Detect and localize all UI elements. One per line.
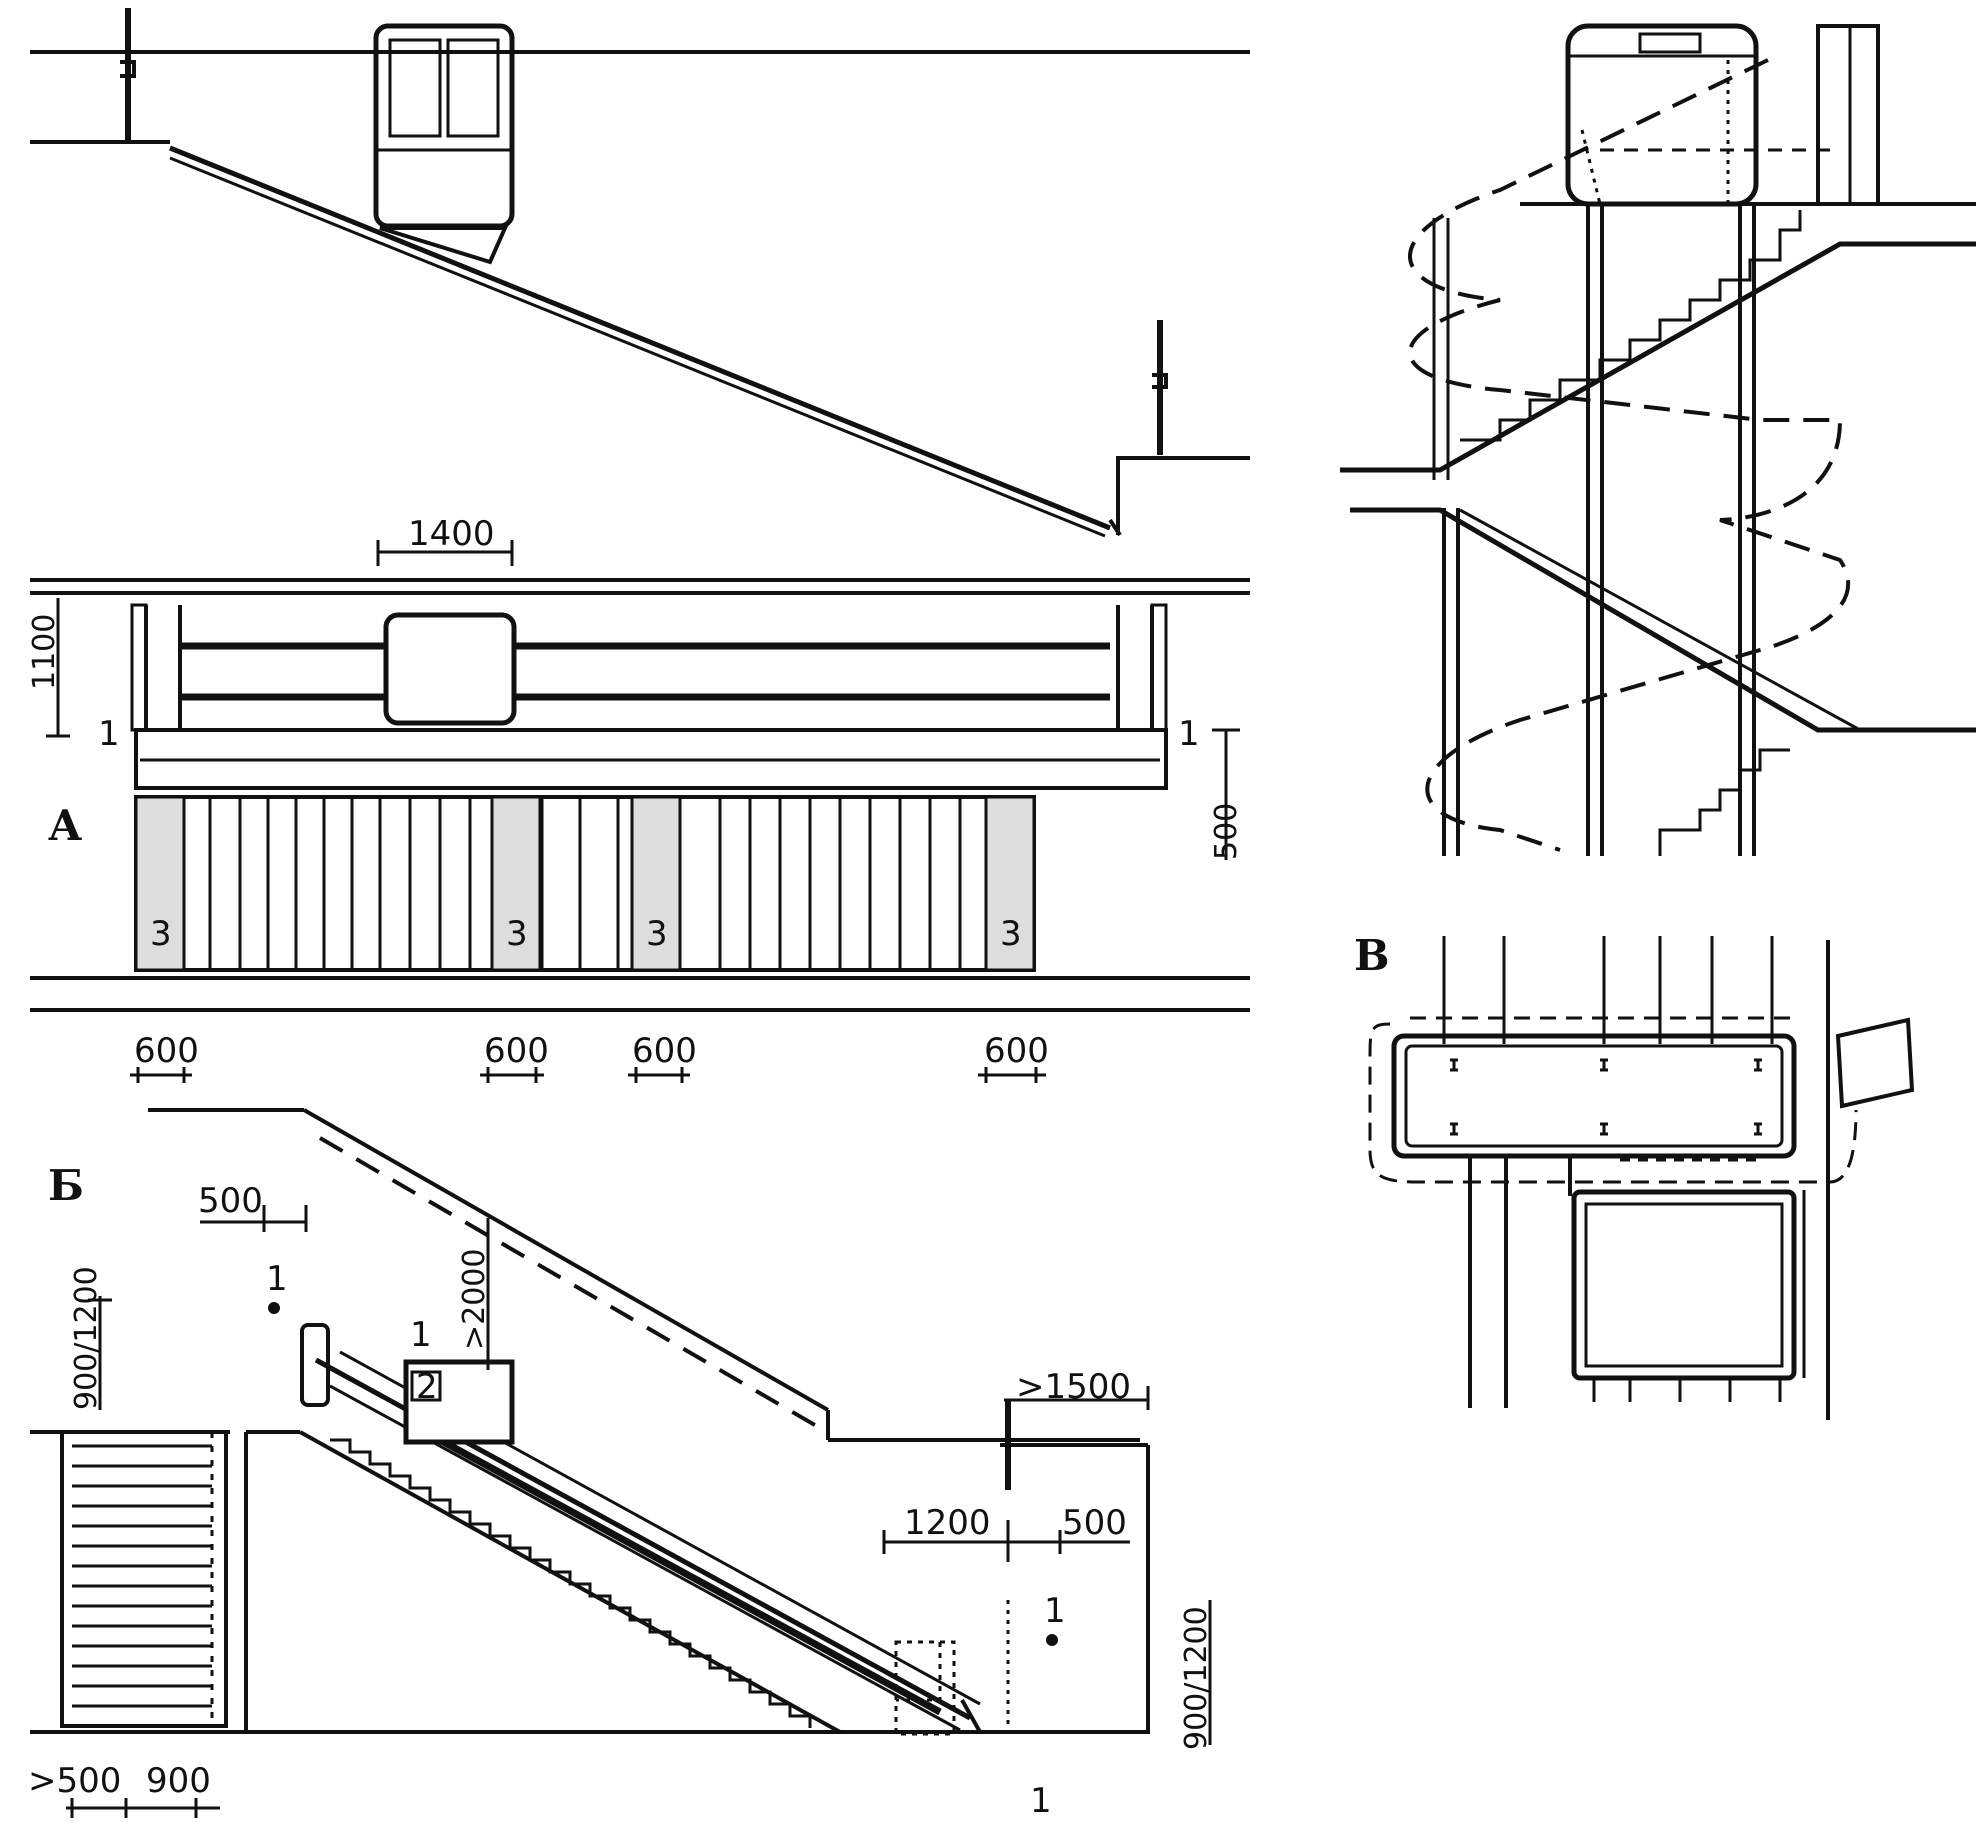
- stair-treads-plan: [208, 797, 990, 970]
- movement-path-dashed: [1408, 58, 1851, 852]
- view-b-label: Б: [48, 1161, 84, 1210]
- v-plan-top-lines: [1442, 936, 1774, 1044]
- dim-500-bottom: >500: [28, 1761, 121, 1801]
- tactile-strip-2: [490, 795, 542, 972]
- dim-lines-600: [130, 1067, 1046, 1083]
- view-a-plan: [30, 540, 1250, 1083]
- tactile-strip-3: [630, 795, 682, 972]
- marker-1-b-lift: 1: [410, 1315, 432, 1355]
- dim-1100: 1100: [27, 614, 62, 690]
- dim-600-4: 600: [984, 1031, 1049, 1071]
- marker-1-a-right: 1: [1178, 714, 1200, 754]
- marker-2-b: 2: [416, 1367, 438, 1407]
- view-v-plan: [1368, 936, 1915, 1420]
- marker-1-a-left: 1: [98, 714, 120, 754]
- dim-2000: >2000: [457, 1249, 492, 1350]
- platform-plan-outer: [1391, 1033, 1797, 1159]
- dim-600-1: 600: [134, 1031, 199, 1071]
- stair-plan-treads: [72, 1444, 212, 1708]
- stair-steps-zigzag: [330, 1438, 812, 1728]
- incline-lift-elevation: [30, 8, 1250, 538]
- marker-1-b-right: 1: [1044, 1591, 1066, 1631]
- dim-1400: 1400: [408, 514, 495, 554]
- tactile-strip-1: [134, 795, 186, 972]
- headroom-dashed-line: [318, 1136, 822, 1430]
- lift-rail-2: [438, 1436, 942, 1716]
- stair-lift-chair: [403, 1359, 515, 1445]
- marker-3-b: 3: [506, 914, 528, 954]
- view-a-label: А: [48, 801, 82, 850]
- vertical-lift-section: [1340, 23, 1976, 856]
- dim-600-2: 600: [484, 1031, 549, 1071]
- anchor-marks: [1450, 1058, 1762, 1136]
- view-v-label: В: [1354, 931, 1390, 980]
- dim-500-right: 500: [1062, 1503, 1127, 1543]
- cabin-plan: [1571, 1189, 1797, 1381]
- marker-3-c: 3: [646, 914, 668, 954]
- tactile-strip-4: [984, 795, 1036, 972]
- dim-1200: 1200: [904, 1503, 991, 1543]
- marker-3-d: 3: [1000, 914, 1022, 954]
- dim-900-1200-right: 900/1200: [1179, 1606, 1214, 1750]
- dim-600-3: 600: [632, 1031, 697, 1071]
- marker-1-b-top: 1: [266, 1259, 288, 1299]
- dim-500-vertical: 500: [1209, 803, 1244, 860]
- marker-1-b-bottom: 1: [1030, 1781, 1052, 1821]
- view-b-section: [30, 1108, 1212, 1818]
- dim-500-top: 500: [198, 1181, 263, 1221]
- dim-1500: >1500: [1016, 1367, 1131, 1407]
- marker-3-a: 3: [150, 914, 172, 954]
- lift-platform-plan: [383, 612, 517, 726]
- incline-rail: [169, 145, 1111, 531]
- lift-cabin: [373, 23, 515, 229]
- dim-900-bottom: 900: [146, 1761, 211, 1801]
- dim-900-1200-left: 900/1200: [69, 1266, 104, 1410]
